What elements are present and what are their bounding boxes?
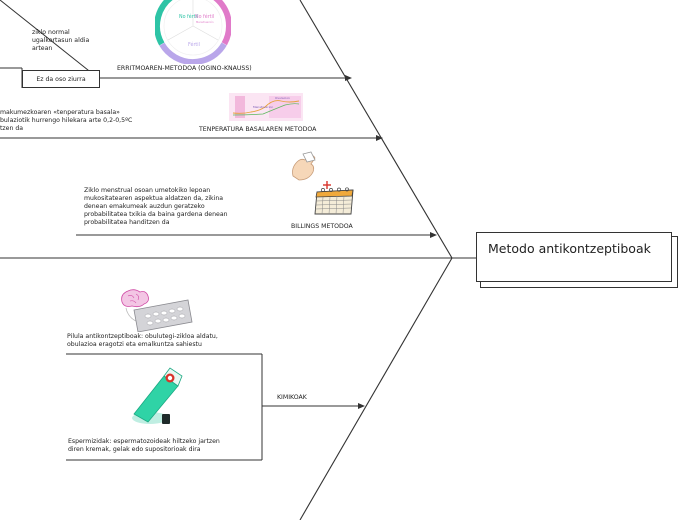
tenperatura-note-line: bulaziotik hurrengo hilekara arte 0,2-0,…	[0, 117, 133, 124]
cycle-wheel-icon: No fértil No fértil Menstruación Fértil	[154, 0, 232, 65]
pill-illustration	[118, 288, 194, 333]
pilula-note: Pilula antikontzeptiboak: obulutegi-zikl…	[67, 333, 218, 349]
billings-note-line: denean emakumeak auzdun geratzeko	[84, 203, 205, 210]
espermizidak-note-line: Espermizidak: espermatozoideak hiltzeko …	[68, 438, 220, 445]
espermizidak-note: Espermizidak: espermatozoideak hiltzeko …	[68, 438, 220, 454]
branch-label-tenperatura[interactable]: TENPERATURA BASALAREN METODOA	[199, 126, 317, 133]
calendar-icon	[313, 186, 355, 216]
wheel-label: No fértil	[195, 13, 214, 20]
billings-note-line: probabilitatea handitzen da	[84, 219, 170, 226]
pilula-note-line: obulazioa eragotzi eta emalkuntza sahies…	[67, 341, 202, 348]
ziklo-note-line: ugalkortasun aldia	[32, 37, 90, 44]
tenperatura-note: makumezkoaren «tenperatura basala» bulaz…	[0, 109, 132, 133]
branch-label-kimikoak[interactable]: KIMIKOAK	[277, 394, 307, 401]
tenperatura-note-line: tzen da	[0, 125, 24, 132]
billings-note: Ziklo menstrual osoan umetokiko lepoan m…	[84, 187, 228, 227]
ziklo-note: ziklo normal ugalkortasun aldia artean	[32, 29, 89, 53]
cream-tube-icon	[128, 364, 184, 428]
wheel-label: No fértil	[179, 13, 198, 20]
billings-note-line: probabilitatea txikia da baina gardena d…	[84, 211, 228, 218]
plus-icon	[322, 175, 332, 189]
temperature-chart-icon: Menstruacion Ovulacion	[229, 93, 303, 121]
wheel-small-label: Menstruación	[196, 20, 214, 24]
ziklo-note-line: artean	[32, 45, 53, 52]
main-topic[interactable]: Metodo antikontzeptiboak	[476, 232, 672, 282]
espermizidak-note-line: diren kremak, gelak edo supositorioak di…	[68, 446, 201, 453]
ziklo-note-line: ziklo normal	[32, 29, 70, 36]
chart-thumb-label: Menstruacion	[253, 105, 273, 109]
pilula-note-line: Pilula antikontzeptiboak: obulutegi-zikl…	[67, 333, 218, 340]
ez-da-oso-ziurra-label: Ez da oso ziurra	[36, 75, 86, 83]
branch-label-billings[interactable]: BILLINGS METODOA	[291, 223, 353, 230]
hand-pinch-icon	[289, 148, 323, 182]
billings-note-line: Ziklo menstrual osoan umetokiko lepoan	[84, 187, 211, 194]
billings-note-line: mukositatearen aspektua aldatzen da, zik…	[84, 195, 224, 202]
branch-label-erritmoaren[interactable]: ERRITMOAREN-METODOA (OGINO-KNAUSS)	[117, 65, 252, 72]
wheel-label: Fértil	[188, 41, 200, 48]
chart-thumb-label: Ovulacion	[275, 96, 290, 100]
ez-da-oso-ziurra-box[interactable]: Ez da oso ziurra	[22, 70, 100, 88]
tenperatura-note-line: makumezkoaren «tenperatura basala»	[0, 109, 120, 116]
brain-icon	[121, 289, 149, 329]
main-topic-title: Metodo antikontzeptiboak	[488, 241, 651, 256]
pill-blister-icon	[133, 299, 193, 333]
